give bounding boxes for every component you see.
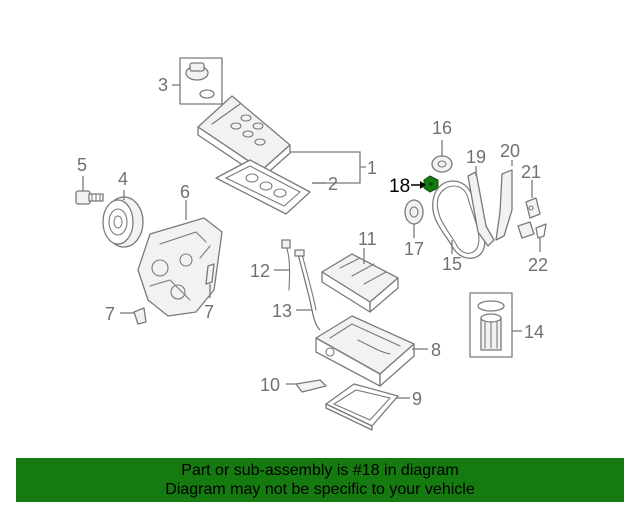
part-4-crankshaft-pulley	[102, 196, 144, 248]
callout-4: 4	[118, 169, 128, 189]
callout-22: 22	[528, 255, 548, 275]
callout-9: 9	[412, 389, 422, 409]
callout-21: 21	[521, 162, 541, 182]
part-17-sprocket	[404, 199, 424, 225]
callout-13: 13	[272, 301, 292, 321]
callout-7-right: 7	[204, 302, 214, 322]
part-7-seal-right	[205, 263, 215, 285]
callout-2: 2	[328, 174, 338, 194]
part-8-upper-oil-pan	[315, 315, 415, 387]
callout-3: 3	[158, 75, 168, 95]
part-3-oil-filler-cap	[179, 57, 223, 105]
callout-12: 12	[250, 261, 270, 281]
banner-line-disclaimer: Diagram may not be specific to your vehi…	[165, 481, 475, 498]
part-13-dipstick-tube	[294, 249, 321, 331]
info-banner: Part or sub-assembly is #18 in diagram D…	[16, 458, 624, 502]
callout-20: 20	[500, 141, 520, 161]
banner-line-part-number: Part or sub-assembly is #18 in diagram	[181, 462, 459, 479]
callout-7-left: 7	[105, 304, 115, 324]
part-9-lower-oil-pan	[325, 383, 399, 431]
callout-11: 11	[358, 229, 377, 249]
callout-17: 17	[404, 239, 424, 259]
callout-5: 5	[77, 155, 87, 175]
part-7-seal-left	[133, 307, 147, 325]
part-11-oil-pan-baffle	[321, 253, 399, 313]
callout-14: 14	[524, 322, 544, 342]
part-12-dipstick	[281, 239, 291, 291]
part-20-tensioner-arm	[495, 169, 513, 241]
part-10-drain-plug	[295, 379, 327, 393]
callout-1: 1	[367, 158, 377, 178]
callout-18: 18	[389, 176, 410, 197]
part-18-highlighted-part	[423, 175, 439, 193]
part-22-bracket	[517, 221, 547, 239]
callout-16: 16	[432, 118, 452, 138]
part-5-bolt	[75, 190, 104, 205]
part-6-timing-cover	[137, 217, 223, 317]
part-14-oil-filter	[469, 292, 513, 358]
callout-19: 19	[466, 147, 486, 167]
part-15-timing-chain	[432, 180, 486, 259]
callout-6: 6	[180, 182, 190, 202]
callout-10: 10	[260, 375, 280, 395]
part-16-idler-pulley	[431, 155, 453, 173]
part-21-tensioner	[525, 197, 541, 219]
part-2-valve-cover-gasket	[215, 159, 311, 215]
callout-8: 8	[431, 340, 441, 360]
callout-15: 15	[442, 254, 462, 274]
